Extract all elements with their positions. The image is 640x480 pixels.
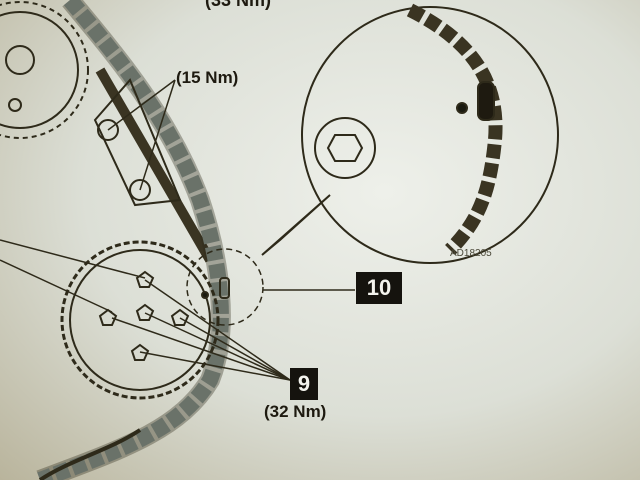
detail-view xyxy=(301,3,559,264)
detail-reference-code: AD18205 xyxy=(450,248,492,259)
callout-10: 10 xyxy=(356,272,402,304)
chain-guide xyxy=(95,67,215,263)
camshaft-sprocket-top xyxy=(0,1,89,139)
torque-label-top: (33 Nm) xyxy=(205,0,272,10)
crankshaft-sprocket xyxy=(60,240,220,400)
detail-marker-circle xyxy=(186,248,264,326)
torque-label-9: (32 Nm) xyxy=(264,402,327,421)
torque-label-tensioner: (15 Nm) xyxy=(176,68,239,87)
tensioner-bracket xyxy=(93,78,182,207)
callout-9: 9 xyxy=(290,368,318,400)
